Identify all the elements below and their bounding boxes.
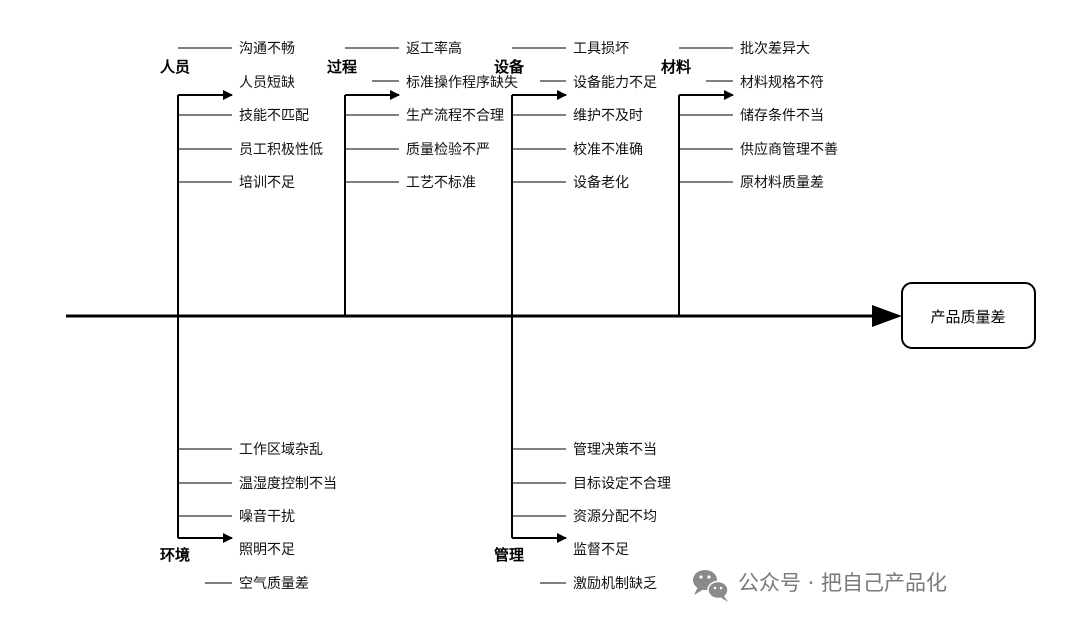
watermark: 公众号 · 把自己产品化 <box>693 570 947 602</box>
branch-management: 管理 管理决策不当 目标设定不合理 资源分配不均 监督不足 激励机制缺乏 <box>494 316 671 592</box>
cause-label: 原材料质量差 <box>740 175 824 191</box>
effect-label: 产品质量差 <box>930 308 1005 326</box>
cause-label: 批次差异大 <box>740 41 810 57</box>
category-label-materials: 材料 <box>661 58 691 76</box>
cause-label: 工作区域杂乱 <box>239 442 323 458</box>
cause-label: 工具损坏 <box>573 41 629 57</box>
cause-label: 培训不足 <box>239 175 295 191</box>
cause-label: 材料规格不符 <box>740 75 824 91</box>
watermark-text: 公众号 · 把自己产品化 <box>738 571 947 595</box>
cause-label: 目标设定不合理 <box>573 476 671 492</box>
branch-people: 人员 沟通不畅 人员短缺 技能不匹配 员工积极性低 培训不足 <box>160 41 323 316</box>
category-label-people: 人员 <box>160 58 190 76</box>
category-label-equipment: 设备 <box>494 58 525 76</box>
category-label-process: 过程 <box>327 58 357 76</box>
cause-label: 噪音干扰 <box>239 508 295 525</box>
branch-environment: 环境 工作区域杂乱 温湿度控制不当 噪音干扰 照明不足 空气质量差 <box>160 316 337 592</box>
cause-label: 沟通不畅 <box>239 41 295 57</box>
cause-label: 工艺不标准 <box>406 175 476 191</box>
cause-label: 返工率高 <box>406 40 462 57</box>
cause-label: 储存条件不当 <box>740 107 824 124</box>
cause-label: 设备能力不足 <box>573 74 657 91</box>
category-label-management: 管理 <box>494 546 524 564</box>
cause-label: 照明不足 <box>239 542 295 558</box>
branch-process: 过程 返工率高 标准操作程序缺失 生产流程不合理 质量检验不严 工艺不标准 <box>327 40 518 316</box>
cause-label: 员工积极性低 <box>239 142 323 158</box>
cause-label: 空气质量差 <box>239 576 309 592</box>
cause-label: 管理决策不当 <box>573 441 657 458</box>
cause-label: 技能不匹配 <box>239 108 309 124</box>
cause-label: 校准不准确 <box>573 141 643 158</box>
category-label-environment: 环境 <box>160 546 190 564</box>
cause-label: 质量检验不严 <box>406 142 490 158</box>
spine-arrowhead <box>872 305 902 327</box>
cause-label: 供应商管理不善 <box>740 141 838 158</box>
branch-equipment: 设备 工具损坏 设备能力不足 维护不及时 校准不准确 设备老化 <box>494 41 657 316</box>
cause-label: 生产流程不合理 <box>406 108 504 124</box>
cause-label: 维护不及时 <box>573 108 643 124</box>
effect-box <box>901 282 1036 349</box>
cause-label: 监督不足 <box>573 542 629 558</box>
branch-materials: 材料 批次差异大 材料规格不符 储存条件不当 供应商管理不善 原材料质量差 <box>661 41 838 316</box>
cause-label: 设备老化 <box>573 174 629 191</box>
cause-label: 激励机制缺乏 <box>573 575 657 592</box>
cause-label: 资源分配不均 <box>573 509 657 525</box>
cause-label: 人员短缺 <box>239 75 295 91</box>
wechat-icon <box>693 570 729 602</box>
cause-label: 温湿度控制不当 <box>239 476 337 492</box>
cause-label: 标准操作程序缺失 <box>406 75 518 91</box>
